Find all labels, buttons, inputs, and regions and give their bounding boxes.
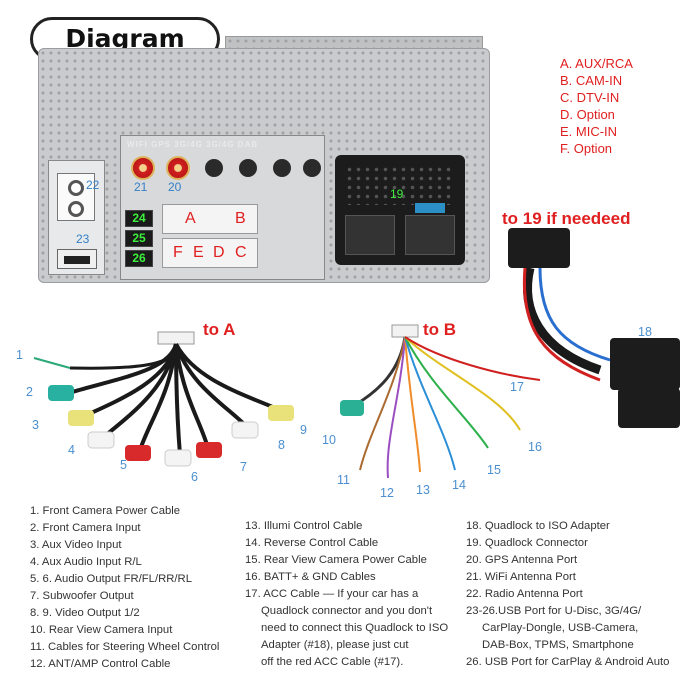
description-line: 26. USB Port for CarPlay & Android Auto <box>466 656 670 668</box>
legend-item-c: C. DTV-IN <box>560 90 620 105</box>
label-22: 22 <box>86 178 100 192</box>
description-column-3: 18. Quadlock to ISO Adapter 19. Quadlock… <box>466 518 669 671</box>
description-line: 2. Front Camera Input <box>30 522 141 534</box>
description-column-2: 13. Illumi Control Cable 14. Reverse Con… <box>245 518 448 671</box>
connector-f-label: F <box>173 244 183 261</box>
description-line: 18. Quadlock to ISO Adapter <box>466 520 610 532</box>
label-21: 21 <box>134 180 148 194</box>
usb-port-24: 24 <box>125 210 153 227</box>
cable-number-14: 14 <box>452 478 466 492</box>
cable-number-1: 1 <box>16 348 23 362</box>
cable-number-12: 12 <box>380 486 394 500</box>
description-line: 12. ANT/AMP Control Cable <box>30 658 171 670</box>
connector-legend: A. AUX/RCA B. CAM-IN C. DTV-IN D. Option… <box>560 56 633 156</box>
harness-a <box>33 331 294 467</box>
description-line: 4. Aux Audio Input R/L <box>30 556 142 568</box>
cable-number-15: 15 <box>487 463 501 477</box>
callout-to-b: to B <box>423 320 457 339</box>
description-line: 13. Illumi Control Cable <box>245 520 363 532</box>
quadlock-connector <box>335 155 465 265</box>
cable-number-6: 6 <box>191 470 198 484</box>
usb-port-25: 25 <box>125 230 153 247</box>
description-line: Adapter (#18), please just cut <box>261 639 409 651</box>
description-line: 10. Rear View Camera Input <box>30 624 173 636</box>
cable-number-17: 17 <box>510 380 524 394</box>
legend-item-e: E. MIC-IN <box>560 124 618 139</box>
description-line: 8. 9. Video Output 1/2 <box>30 607 140 619</box>
callout-to-19: to 19 if needeed <box>502 209 631 228</box>
description-line: 17. ACC Cable — If your car has a <box>245 588 419 600</box>
connector-c-label: C <box>235 244 247 261</box>
cable-number-4: 4 <box>68 443 75 457</box>
label-19: 19 <box>390 187 404 201</box>
cable-number-2: 2 <box>26 385 33 399</box>
port-hole-2 <box>239 159 257 177</box>
description-line: 14. Reverse Control Cable <box>245 537 379 549</box>
cable-number-11: 11 <box>337 473 350 487</box>
connector-d-label: D <box>213 244 225 261</box>
port-hole-1 <box>205 159 223 177</box>
radio-antenna-port <box>57 173 95 221</box>
gps-antenna-port <box>166 156 190 180</box>
antenna-usb-panel <box>48 160 105 275</box>
cable-number-8: 8 <box>278 438 285 452</box>
callout-to-a: to A <box>203 320 236 339</box>
description-line: need to connect this Quadlock to ISO <box>261 622 449 634</box>
cable-number-18: 18 <box>638 325 652 339</box>
cable-number-10: 10 <box>322 433 336 447</box>
usb-port-23 <box>57 249 97 269</box>
description-line: 11. Cables for Steering Wheel Control <box>30 641 220 653</box>
description-line: DAB-Box, TPMS, Smartphone <box>482 639 634 651</box>
legend-item-b: B. CAM-IN <box>560 73 623 88</box>
description-line: 19. Quadlock Connector <box>466 537 588 549</box>
description-line: off the red ACC Cable (#17). <box>261 656 404 668</box>
connector-fedc: F E D C <box>162 238 258 268</box>
cable-number-3: 3 <box>32 418 39 432</box>
description-line: 15. Rear View Camera Power Cable <box>245 554 427 566</box>
connector-a-b: A B <box>162 204 258 234</box>
cable-number-5: 5 <box>120 458 127 472</box>
description-line: 5. 6. Audio Output FR/FL/RR/RL <box>30 573 192 585</box>
harness-b <box>340 324 541 479</box>
cable-number-13: 13 <box>416 483 430 497</box>
description-line: 20. GPS Antenna Port <box>466 554 578 566</box>
description-line: 1. Front Camera Power Cable <box>30 505 181 517</box>
port-hole-3 <box>273 159 291 177</box>
legend-item-f: F. Option <box>560 141 613 156</box>
description-line: 16. BATT+ & GND Cables <box>245 571 376 583</box>
connector-e-label: E <box>193 244 204 261</box>
legend-item-a: A. AUX/RCA <box>560 56 633 71</box>
iso-adapter-harness <box>508 228 680 428</box>
connector-a-label: A <box>185 210 196 227</box>
usb-port-26: 26 <box>125 250 153 267</box>
port-hole-4 <box>303 159 321 177</box>
label-23: 23 <box>76 232 90 246</box>
description-line: 7. Subwoofer Output <box>30 590 134 602</box>
label-20: 20 <box>168 180 182 194</box>
cable-number-16: 16 <box>528 440 542 454</box>
description-line: CarPlay-Dongle, USB-Camera, <box>482 622 639 634</box>
description-line: 23-26.USB Port for U-Disc, 3G/4G/ <box>466 605 642 617</box>
description-column-1: 1. Front Camera Power Cable 2. Front Cam… <box>30 503 219 673</box>
wifi-antenna-port <box>131 156 155 180</box>
description-line: Quadlock connector and you don't <box>261 605 433 617</box>
description-line: 22. Radio Antenna Port <box>466 588 583 600</box>
legend-item-d: D. Option <box>560 107 615 122</box>
description-line: 3. Aux Video Input <box>30 539 122 551</box>
description-line: 21. WiFi Antenna Port <box>466 571 576 583</box>
cable-number-7: 7 <box>240 460 247 474</box>
port-names: WIFI GPS 3G/4G 3G/4G DAB <box>127 140 259 149</box>
connector-b-label: B <box>235 210 246 227</box>
cable-number-9: 9 <box>300 423 307 437</box>
